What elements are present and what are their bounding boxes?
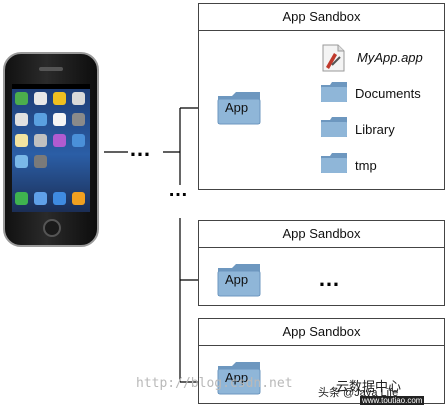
- folder-icon: [321, 117, 347, 137]
- vertical-ellipsis-text: …: [168, 179, 190, 201]
- folder-icon: [321, 82, 347, 102]
- app-icon: [72, 113, 85, 126]
- app-icon: [34, 92, 47, 105]
- app-icon: [34, 192, 47, 205]
- horizontal-ellipsis: …: [318, 266, 342, 291]
- app-folder-label: App: [225, 370, 249, 385]
- app-icon: [15, 92, 28, 105]
- folder-icon: [217, 264, 261, 297]
- sandbox-title: App Sandbox: [199, 4, 444, 31]
- app-folder-label: App: [225, 272, 249, 287]
- app-icon: [15, 134, 28, 147]
- iphone-image: [3, 52, 99, 247]
- speaker-slot: [39, 67, 63, 71]
- myapp-label: MyApp.app: [357, 50, 423, 65]
- sandbox-title: App Sandbox: [199, 221, 444, 248]
- vertical-ellipsis: …: [168, 180, 190, 200]
- folder-icon: [321, 153, 347, 173]
- app-icon: [34, 113, 47, 126]
- tmp-label: tmp: [355, 158, 377, 173]
- app-icon: [15, 155, 28, 168]
- app-icon: [72, 134, 85, 147]
- app-bundle-icon: [322, 44, 345, 72]
- app-icon: [53, 134, 66, 147]
- documents-label: Documents: [355, 86, 421, 101]
- app-icon: [53, 113, 66, 126]
- folder-icon: [217, 362, 261, 395]
- app-folder-label: App: [225, 100, 249, 115]
- app-icon: [34, 134, 47, 147]
- home-button: [43, 219, 61, 237]
- app-icon: [53, 92, 66, 105]
- library-label: Library: [355, 122, 395, 137]
- horizontal-ellipsis: …: [129, 136, 153, 161]
- phone-screen: [12, 84, 90, 212]
- app-icon: [53, 192, 66, 205]
- folder-icon: [217, 92, 261, 125]
- watermark-overlay: 云数据中心: [336, 379, 402, 394]
- app-icon: [72, 92, 85, 105]
- app-icon: [34, 155, 47, 168]
- watermark-url: http://blog.csdn.net: [136, 376, 293, 391]
- app-icon: [15, 192, 28, 205]
- status-bar: [12, 84, 90, 89]
- app-icon: [72, 192, 85, 205]
- watermark-site: www.toutiao.com: [360, 396, 425, 405]
- sandbox-title: App Sandbox: [199, 319, 444, 346]
- app-icon: [15, 113, 28, 126]
- sandbox-box-3: App Sandbox: [198, 318, 445, 404]
